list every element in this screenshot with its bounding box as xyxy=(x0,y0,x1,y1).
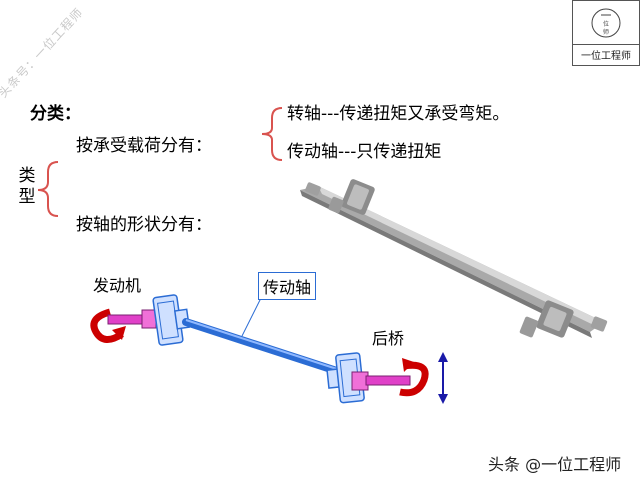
vertical-double-arrow xyxy=(438,352,448,404)
classification-heading: 分类： xyxy=(30,104,81,124)
side-label-char-1: 类 xyxy=(18,166,36,186)
svg-text:师: 师 xyxy=(603,28,609,36)
by-load-label: 按承受载荷分有： xyxy=(76,136,212,156)
side-label: 类 型 xyxy=(17,166,37,208)
logo-emblem-icon: 位 师 xyxy=(591,8,621,38)
svg-text:位: 位 xyxy=(603,20,609,28)
rear-axle-label: 后桥 xyxy=(372,329,405,348)
bracket-load-types xyxy=(261,107,283,161)
drive-shaft xyxy=(182,318,344,376)
by-shape-label: 按轴的形状分有： xyxy=(76,215,212,235)
side-label-char-2: 型 xyxy=(18,187,36,207)
type-rotating-shaft: 转轴---传递扭矩又承受弯矩。 xyxy=(287,104,510,124)
footer-credit: 头条 @一位工程师 xyxy=(488,455,622,474)
type-drive-shaft: 传动轴---只传递扭矩 xyxy=(287,142,442,162)
drive-shaft-schematic xyxy=(90,294,448,404)
engine-rotation-arrow xyxy=(90,308,124,343)
logo-text: 一位工程师 xyxy=(573,44,639,62)
shaft-3d-illustration xyxy=(300,179,608,338)
rear-rotation-arrow xyxy=(399,361,429,397)
engine-universal-joint xyxy=(152,294,191,346)
drive-shaft-callout: 传动轴 xyxy=(258,272,317,300)
logo: 位 师 一位工程师 xyxy=(572,0,640,66)
bracket-type xyxy=(37,161,59,217)
engine-label: 发动机 xyxy=(93,276,142,295)
